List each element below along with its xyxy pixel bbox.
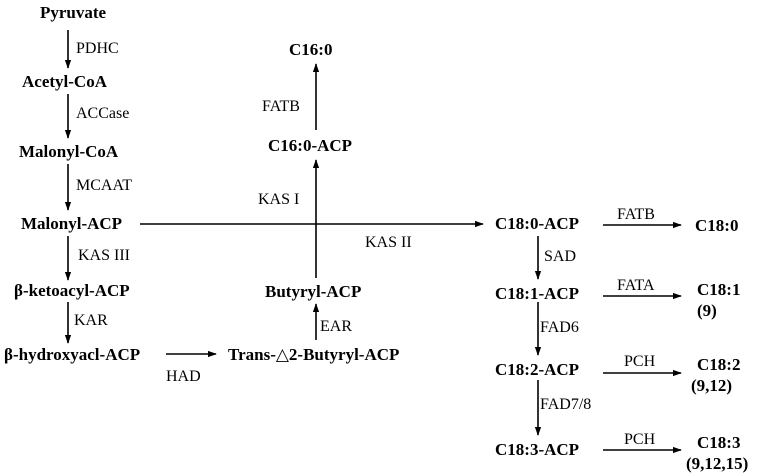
node-c18-3-acp: C18:3-ACP — [495, 440, 580, 459]
enzyme-sad: SAD — [544, 248, 577, 265]
enzyme-had: HAD — [166, 368, 201, 385]
node-c16-0: C16:0 — [289, 40, 333, 59]
node-acetyl-coa: Acetyl-CoA — [22, 72, 107, 91]
enzyme-fatb-c16: FATB — [262, 98, 300, 115]
enzyme-fatb-c18: FATB — [617, 206, 655, 223]
node-malonyl-acp: Malonyl-ACP — [21, 214, 123, 233]
node-c18-2-acp: C18:2-ACP — [495, 360, 580, 379]
enzyme-pdhc: PDHC — [76, 40, 119, 57]
node-c16-0-acp: C16:0-ACP — [268, 136, 353, 155]
node-c18-2: C18:2 — [697, 355, 741, 374]
node-ketoacyl-acp: β-ketoacyl-ACP — [14, 281, 130, 300]
enzyme-accase: ACCase — [76, 105, 130, 122]
node-hydroxyacyl-acp: β-hydroxyacl-ACP — [4, 345, 141, 364]
enzyme-mcaat: MCAAT — [76, 177, 133, 194]
enzyme-kas-i: KAS I — [258, 191, 300, 208]
node-trans-butyryl-acp: Trans-△2-Butyryl-ACP — [228, 345, 400, 364]
enzyme-fata: FATA — [617, 277, 655, 294]
enzyme-kas-ii: KAS II — [365, 234, 412, 251]
node-c18-3-positions: (9,12,15) — [686, 454, 749, 473]
enzyme-kar: KAR — [74, 312, 108, 329]
node-c18-0: C18:0 — [695, 216, 739, 235]
node-malonyl-coa: Malonyl-CoA — [19, 142, 119, 161]
enzyme-kas-iii: KAS III — [78, 247, 130, 264]
node-butyryl-acp: Butyryl-ACP — [265, 282, 362, 301]
node-c18-1-acp: C18:1-ACP — [495, 284, 580, 303]
enzyme-fad6: FAD6 — [540, 319, 579, 336]
node-c18-1-positions: (9) — [697, 301, 717, 320]
node-pyruvate: Pyruvate — [40, 3, 107, 22]
enzyme-pch-c18-3: PCH — [624, 431, 656, 448]
enzyme-fad7-8: FAD7/8 — [540, 396, 592, 413]
node-c18-2-positions: (9,12) — [691, 376, 733, 395]
node-c18-1: C18:1 — [697, 280, 741, 299]
node-c18-0-acp: C18:0-ACP — [495, 214, 580, 233]
enzyme-ear: EAR — [320, 318, 352, 335]
enzyme-pch-c18-2: PCH — [624, 353, 656, 370]
node-c18-3: C18:3 — [697, 433, 741, 452]
